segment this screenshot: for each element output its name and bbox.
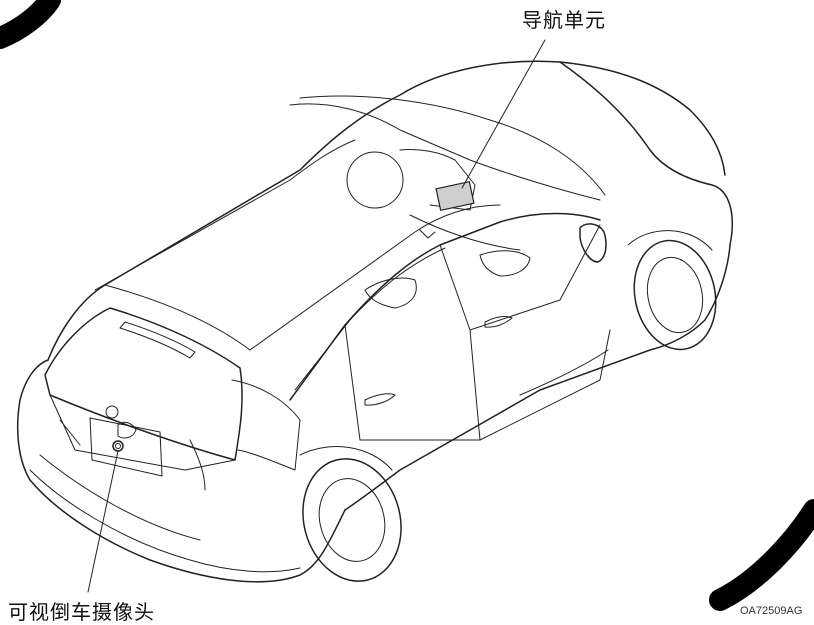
watermark-stroke-bottom <box>709 499 814 611</box>
rear-camera-component <box>105 405 137 452</box>
nav-unit-label: 导航单元 <box>522 8 606 32</box>
watermark-stroke-top <box>0 0 61 49</box>
rear-camera-label: 可视倒车摄像头 <box>8 600 155 624</box>
navigation-unit-screen <box>435 180 475 212</box>
figure-code: OA72509AG <box>740 605 803 617</box>
camera-leader-line <box>87 450 119 593</box>
car-body <box>16 60 733 583</box>
nav-unit-leader-line <box>461 39 546 189</box>
